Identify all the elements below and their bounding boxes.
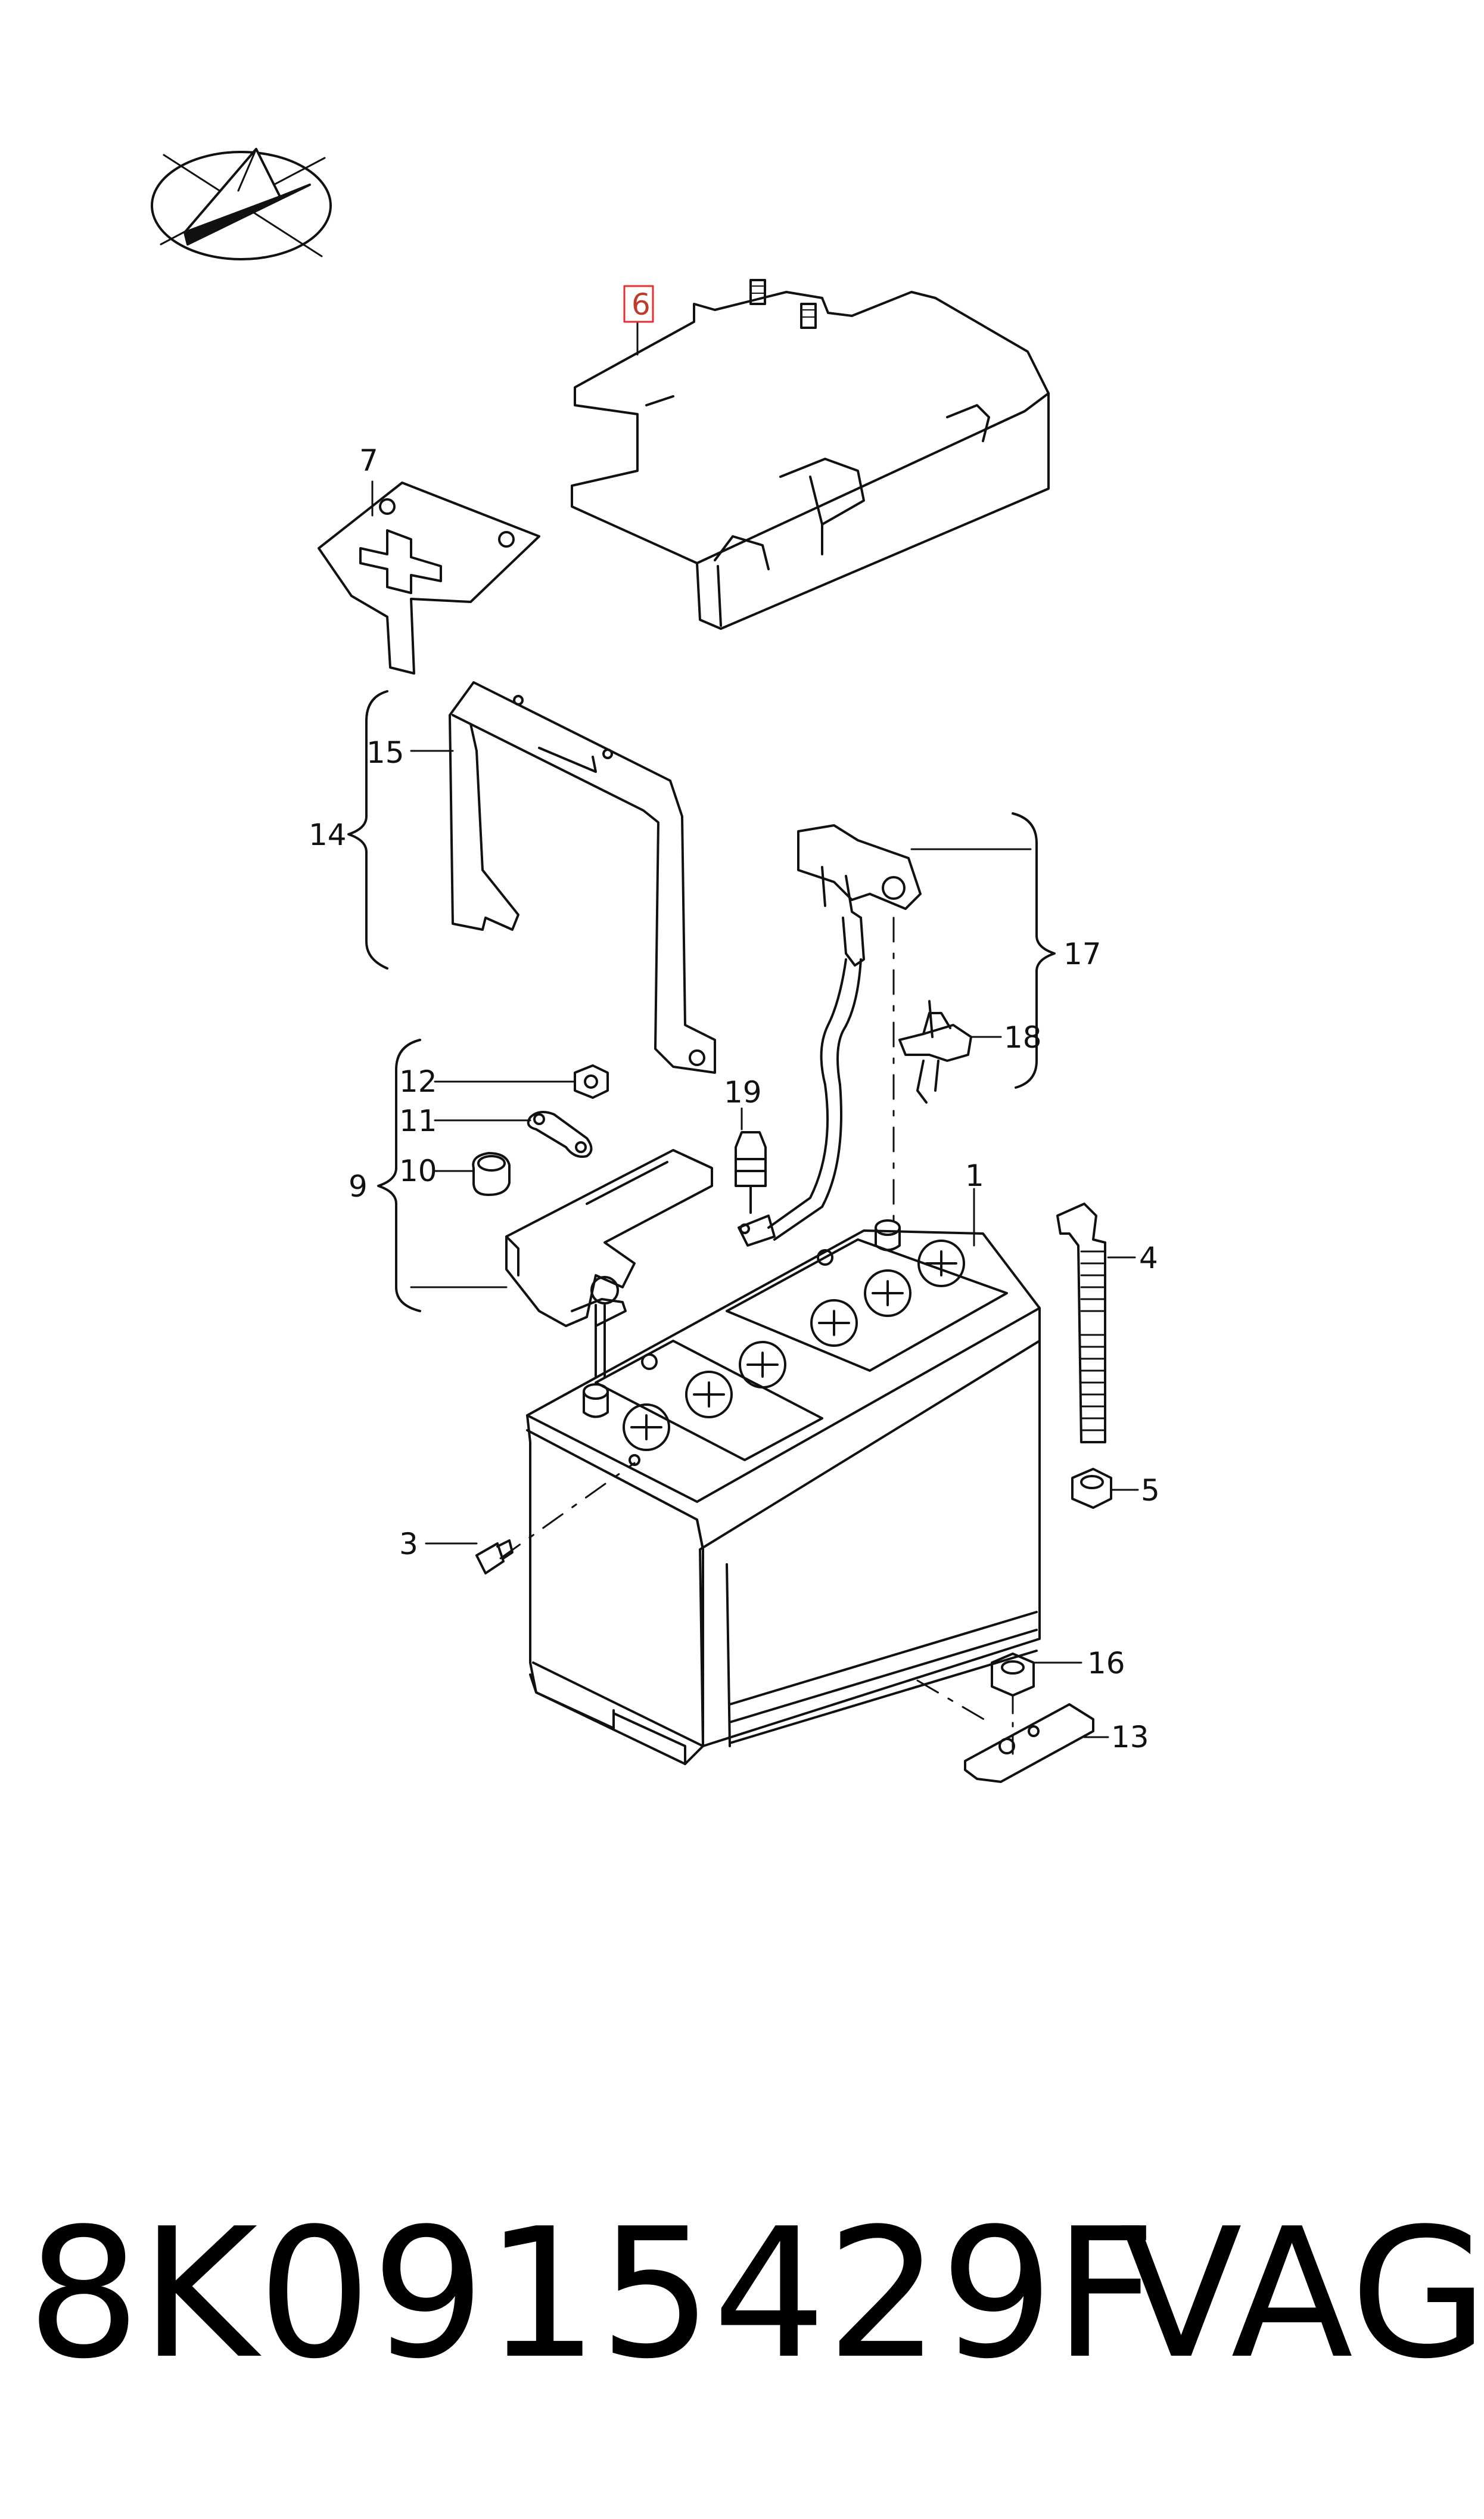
- vent-hose-4-part: [1056, 1203, 1106, 1443]
- nut-16-part: [991, 1653, 1035, 1697]
- leader-lines: [371, 321, 1139, 1738]
- brace-9: [377, 1039, 421, 1312]
- part-number-caption: 8K0915429F: [27, 2190, 1157, 2398]
- battery-cell-caps: [623, 1240, 965, 1451]
- callout-18[interactable]: 18: [1004, 1020, 1042, 1055]
- callout-17[interactable]: 17: [1063, 937, 1102, 971]
- callout-11[interactable]: 11: [399, 1104, 437, 1138]
- callout-9[interactable]: 9: [349, 1169, 368, 1204]
- paper-plane-logo-icon: [151, 148, 332, 260]
- battery-cover-part: [571, 279, 1050, 630]
- callout-19[interactable]: 19: [724, 1075, 762, 1110]
- callout-10[interactable]: 10: [399, 1154, 437, 1188]
- battery-1-part: [499, 1219, 1041, 1765]
- callout-15[interactable]: 15: [366, 735, 405, 770]
- callout-16[interactable]: 16: [1087, 1646, 1125, 1681]
- grommet-10-part: [472, 1152, 511, 1196]
- callout-6[interactable]: 6: [631, 287, 651, 322]
- callout-1[interactable]: 1: [965, 1158, 984, 1193]
- nut-12-part: [574, 1064, 609, 1099]
- washer-11-part: [527, 1111, 593, 1158]
- nut-5-part: [1071, 1468, 1112, 1509]
- callout-4[interactable]: 4: [1139, 1241, 1158, 1275]
- terminal-cover-9-part: [505, 1149, 713, 1378]
- callout-7[interactable]: 7: [359, 443, 378, 478]
- brace-14: [347, 690, 388, 970]
- callout-5[interactable]: 5: [1141, 1473, 1160, 1508]
- holddown-clamp-13-part: [916, 1679, 1094, 1783]
- callout-6-highlight: [623, 285, 654, 323]
- brand-caption: VAG: [1120, 2190, 1484, 2398]
- brace-17: [1012, 812, 1056, 1089]
- positive-terminal-plate-part: [318, 482, 540, 675]
- battery-cable-assembly-part: [738, 824, 972, 1247]
- screw-3-part: [475, 1539, 514, 1574]
- callout-12[interactable]: 12: [399, 1064, 437, 1099]
- callout-3[interactable]: 3: [399, 1527, 418, 1561]
- callout-14[interactable]: 14: [309, 818, 347, 852]
- callout-13[interactable]: 13: [1111, 1720, 1149, 1754]
- bolt-19-part: [735, 1131, 767, 1214]
- battery-holddown-frame-part: [449, 681, 716, 1074]
